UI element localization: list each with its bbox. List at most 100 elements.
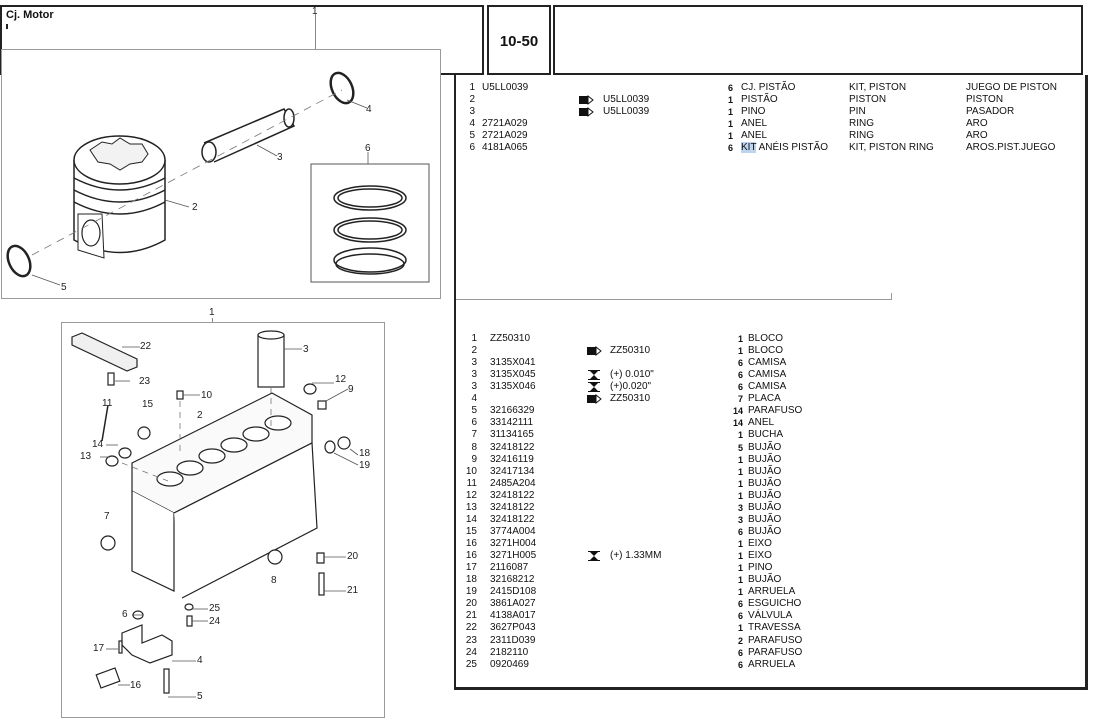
description-es: PISTON [966,94,1004,105]
block-part [131,392,318,599]
search-highlight: KIT [741,142,757,153]
piston-part [73,135,166,259]
description-en: PISTON [849,94,887,105]
block-callout-3: 3 [303,344,309,355]
liner-part [257,330,285,388]
quantity: 1 [737,334,743,344]
ref-number: 11 [466,477,477,489]
block-callout-18: 18 [359,448,371,459]
parts-row[interactable]: 6 33142111 14 ANEL [455,417,1055,429]
part-number: 3135X046 [490,381,536,393]
ref-number: 15 [465,525,477,537]
part-number: 4138A017 [490,610,536,622]
parts-list-frame [454,75,1088,690]
ref-number: 6 [471,417,477,429]
part-number: 32166329 [490,405,535,417]
block-callout-6: 6 [122,609,128,620]
quantity: 6 [737,358,743,369]
description-pt: BUJÃO [748,489,782,501]
engine-block-diagram: 22 23 3 12 9 10 11 15 2 14 13 18 19 7 8 … [61,322,385,718]
block-callout-9: 9 [348,384,354,395]
pin-part [201,108,296,163]
oversize-icon [587,370,603,381]
description-pt: ANEL [748,417,775,429]
block-callout-24: 24 [209,616,221,627]
page-number: 10-50 [499,33,539,50]
ring-kit-part [333,185,407,275]
header-blank-box [553,5,1083,75]
part-number: 2116087 [490,562,529,574]
description-en: PIN [849,106,866,117]
plug-12-part [303,383,317,395]
part-number: 32416119 [490,453,534,465]
part-number: 32418122 [490,513,535,525]
quantity: 1 [737,575,743,586]
description-pt: PARAFUSO [748,646,803,658]
quantity: 3 [737,502,743,513]
quantity: 14 [732,418,743,429]
description-pt: PLACA [748,393,781,405]
quantity: 6 [737,599,743,610]
part-number: 3271H004 [490,538,537,550]
shaft-16-part [95,667,121,689]
engine-block-illustration [71,330,359,698]
quantity: 6 [737,370,743,381]
description-pt: BUJÃO [748,513,782,525]
ref-number: 14 [465,513,477,525]
quantity: 1 [727,107,733,117]
arrow-ref-icon [579,94,595,106]
ref-number: 16 [465,538,477,550]
block-group-leader [212,318,213,323]
block-callout-7: 7 [104,511,110,522]
section-divider-tick [891,293,892,300]
ref-number: 2 [471,345,477,357]
description-es: ARO [966,130,988,141]
description-pt: ESGUICHO [748,598,802,610]
plug-14-part [118,447,132,459]
block-callout-25: 25 [209,603,221,614]
arrow-ref-icon [587,346,603,357]
part-number: 33142111 [490,417,534,429]
description-pt: BLOCO [748,345,784,357]
ref-number: 22 [465,622,477,634]
description-pt: BLOCO [748,333,784,344]
part-number: 32418122 [490,501,535,513]
block-callout-11: 11 [102,398,113,409]
part-number: 2485A204 [490,477,536,489]
block-callout-10: 10 [201,390,213,401]
part-number: 31134165 [490,429,534,441]
